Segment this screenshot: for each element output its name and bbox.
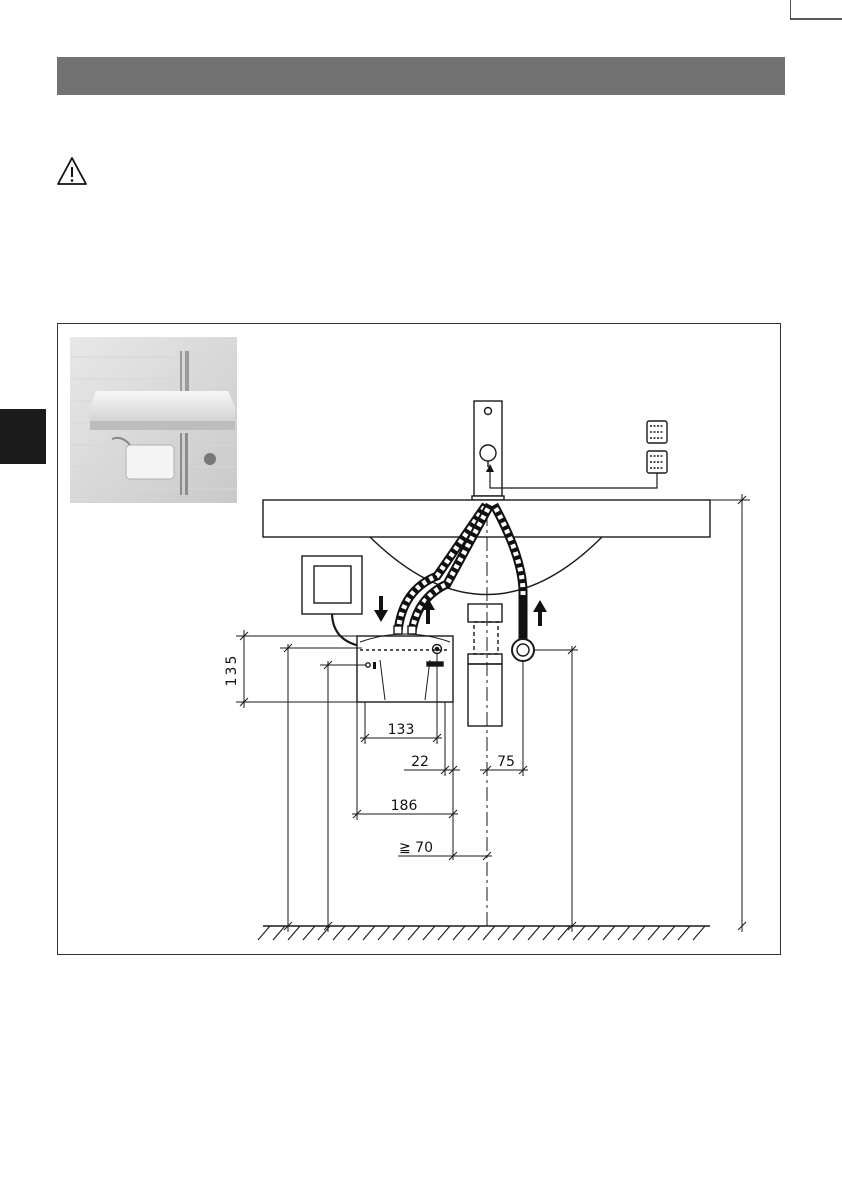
- aerator-icon: [647, 421, 667, 473]
- faucet-body: [474, 401, 502, 496]
- basin-bowl: [370, 537, 602, 595]
- dim-center-75: 75: [497, 754, 515, 770]
- heater-unit: [357, 636, 453, 702]
- dim-total-186: 186: [391, 798, 418, 814]
- floor-hatch: [258, 926, 705, 940]
- wall-socket: [302, 556, 362, 614]
- dim-width-133: 133: [388, 722, 415, 738]
- dim-offset-22: 22: [411, 754, 429, 770]
- dim-height-135: 135: [224, 654, 240, 687]
- dim-min-70: ≧ 70: [399, 840, 433, 856]
